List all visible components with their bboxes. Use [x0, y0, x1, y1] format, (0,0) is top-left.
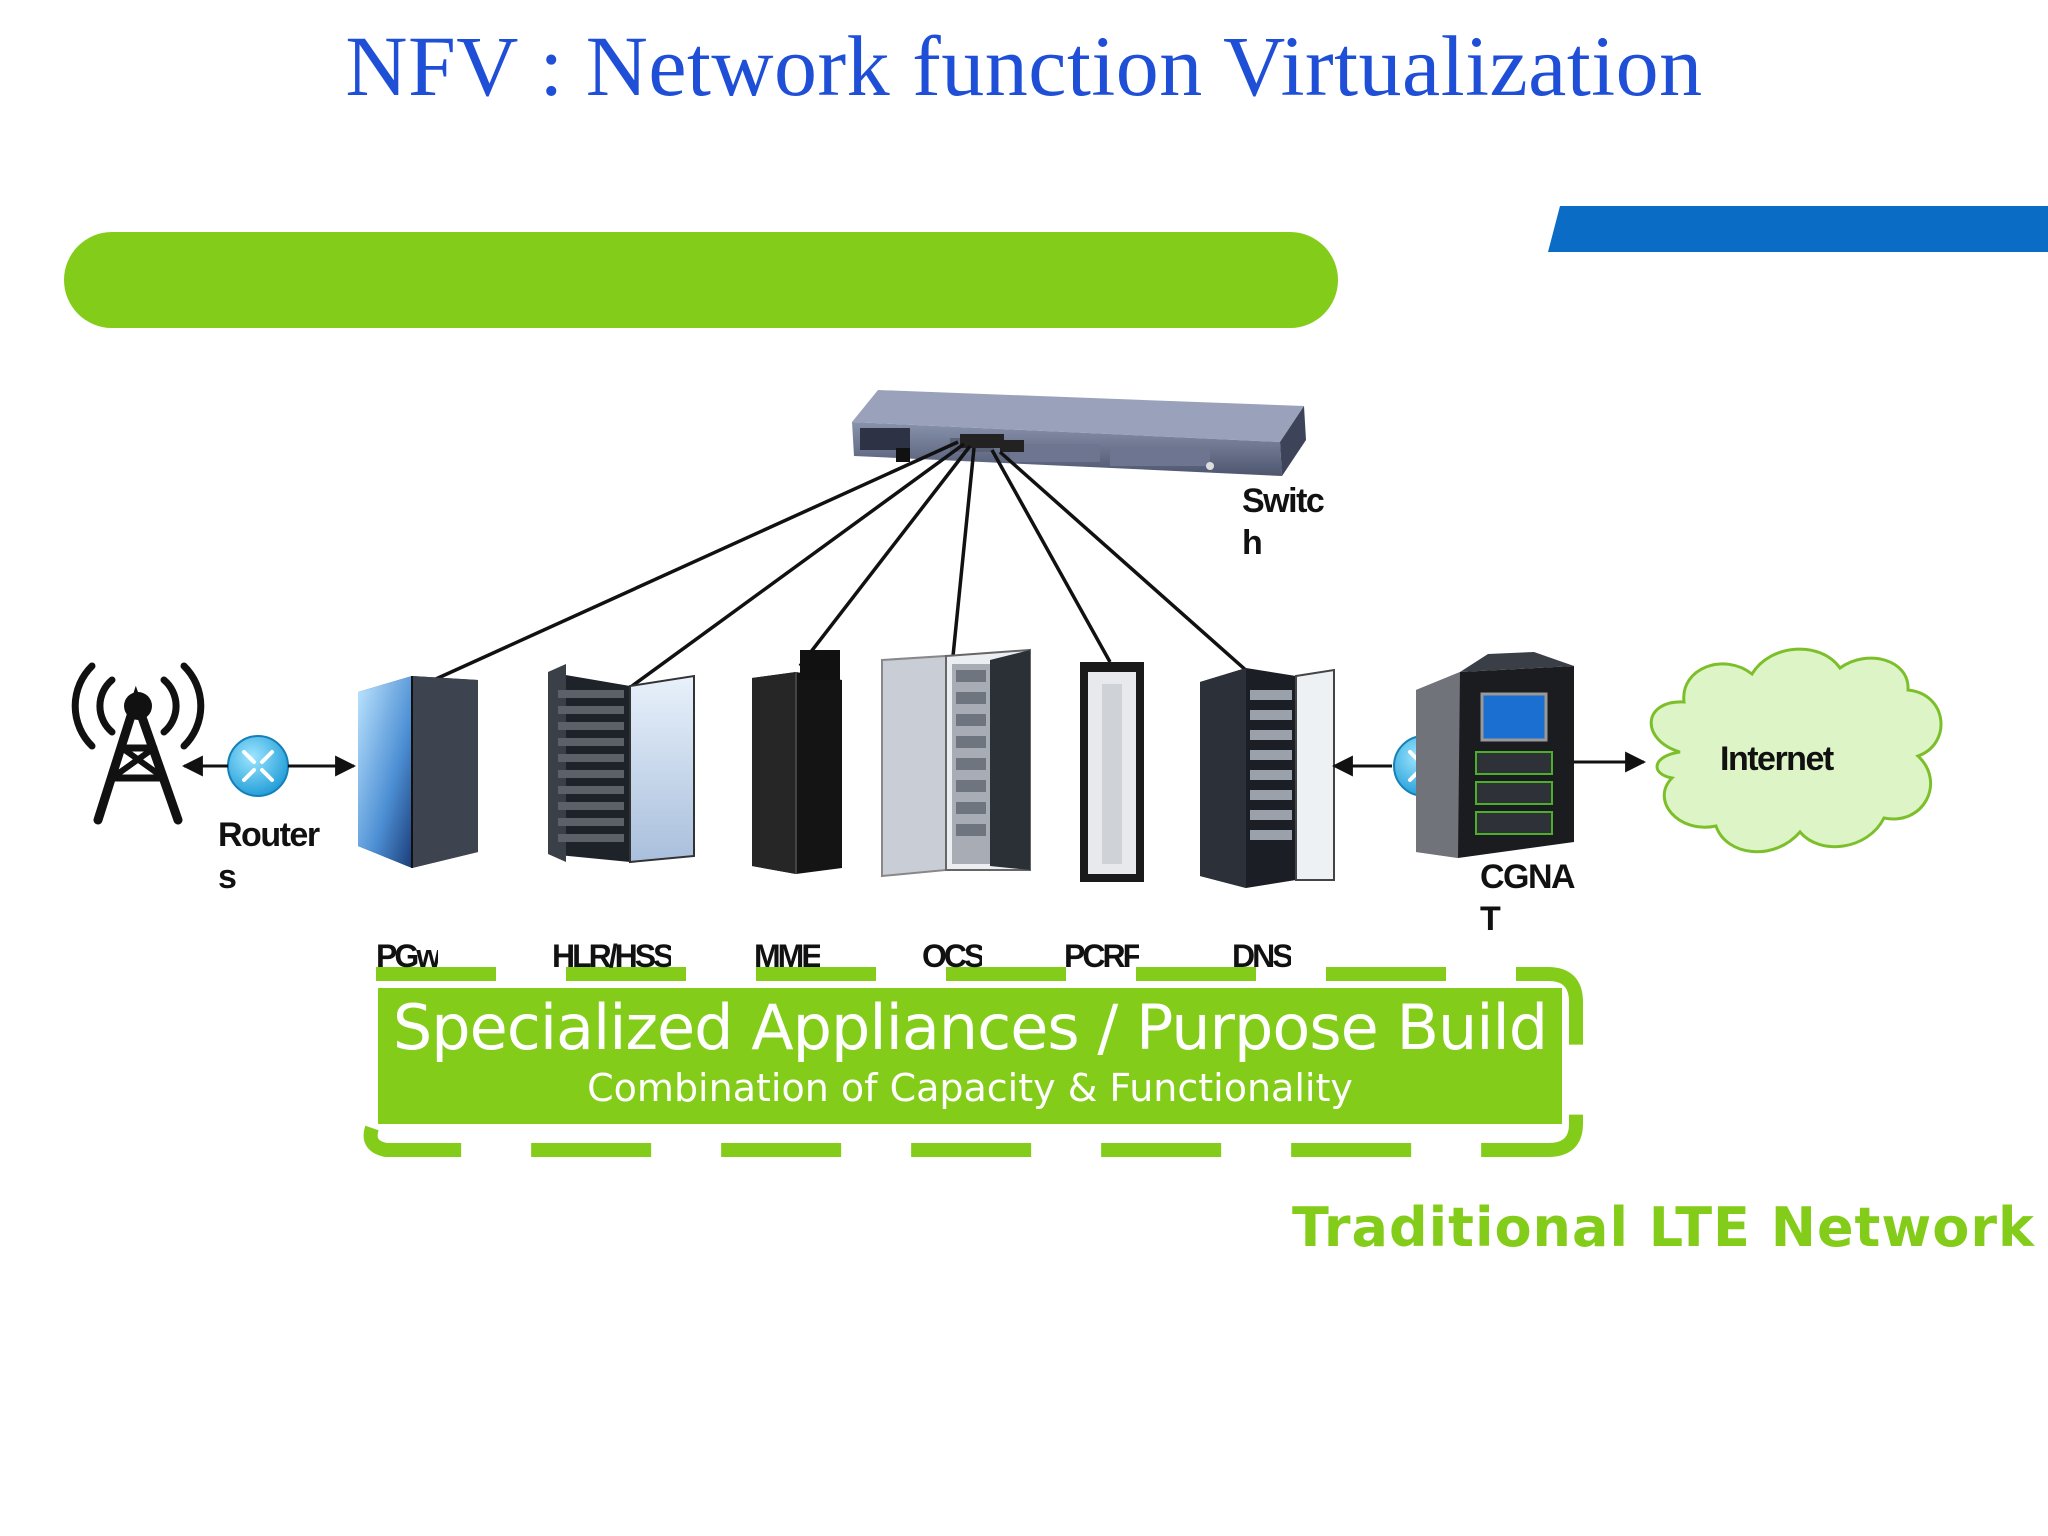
appliances-subtitle: Combination of Capacity & Functionality [587, 1066, 1353, 1110]
server-label-ocs: OCS [922, 938, 983, 968]
cloud-icon [1649, 647, 1943, 854]
appliances-box: Specialized Appliances / Purpose Build C… [378, 988, 1562, 1124]
switch-icon [852, 390, 1306, 476]
network-type-label: Traditional LTE Network [1292, 1196, 2035, 1259]
server-rack-icon [752, 650, 842, 874]
server-rack-icon [881, 648, 1031, 878]
server-label-dns: DNS [1232, 938, 1291, 968]
router-icon [227, 735, 289, 797]
cgnat-label: CGNAT [1480, 858, 1576, 938]
green-header-bar [64, 232, 1338, 328]
switch-links [415, 440, 1268, 690]
routers-label: Routers [218, 816, 320, 896]
server-label-pgw: PGw [376, 938, 439, 968]
server-label-pcrf: PCRF [1064, 938, 1140, 968]
switch-label: Switch [1242, 482, 1325, 562]
page-title: NFV : Network function Virtualization [345, 18, 1703, 114]
appliances-title: Specialized Appliances / Purpose Build [392, 991, 1548, 1064]
server-rack-icon [548, 664, 695, 864]
server-label-mme: MME [754, 938, 820, 968]
blue-accent-bar [1548, 206, 2048, 252]
internet-label: Internet [1720, 740, 1834, 778]
dashed-outline [363, 967, 1583, 1157]
server-rack-icon [1080, 662, 1144, 882]
server-label-hlr: HLR/HSS [552, 938, 672, 968]
server-rack-icon [358, 676, 478, 868]
antenna-tower-icon [71, 662, 205, 825]
server-rack-icon [1416, 652, 1574, 858]
server-rack-icon [1200, 668, 1335, 888]
